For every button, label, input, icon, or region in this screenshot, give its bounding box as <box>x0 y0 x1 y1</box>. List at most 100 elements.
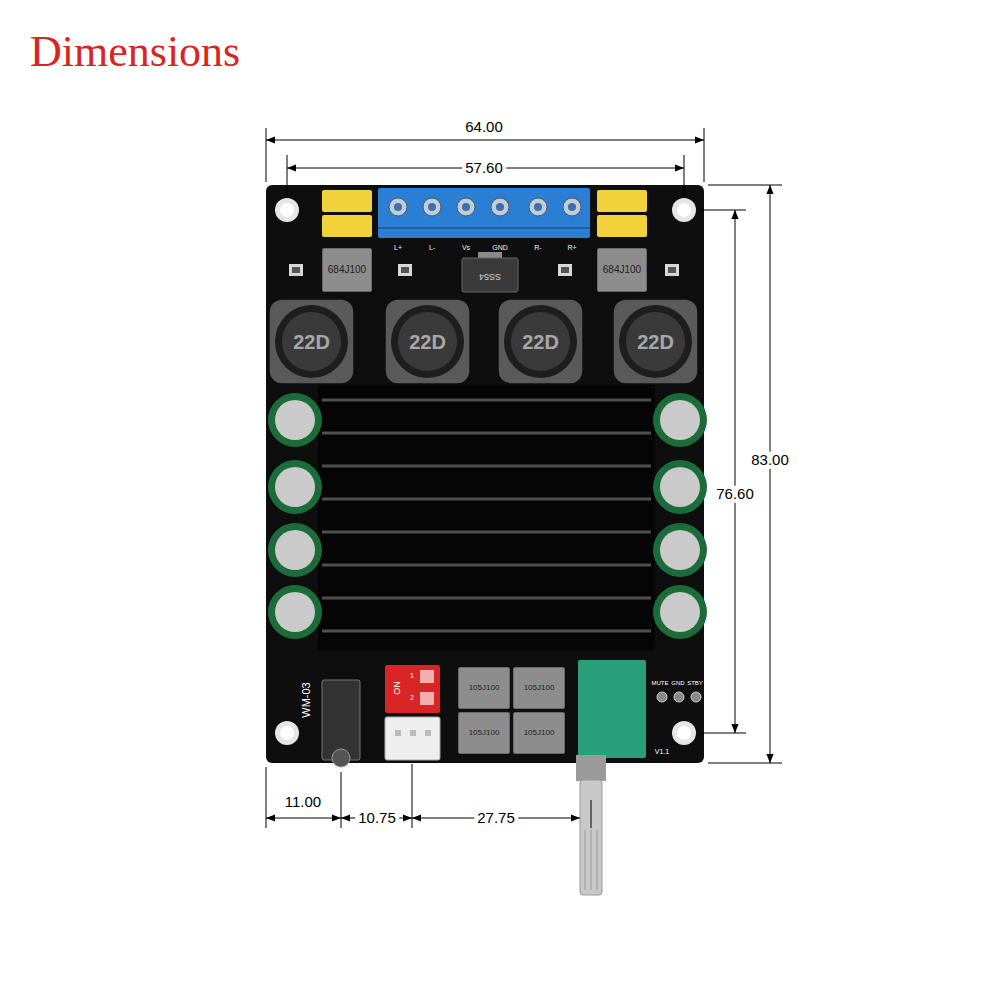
switch-number: 2 <box>410 694 414 702</box>
inductor-body <box>499 300 583 384</box>
extension-line <box>704 128 705 182</box>
input-connector <box>385 717 440 760</box>
inductor-body <box>386 300 470 384</box>
electrolytic-capacitor <box>268 585 322 639</box>
mounting-hole <box>280 203 294 217</box>
screw-slot <box>462 203 470 211</box>
capacitor-value: 684J100 <box>603 265 641 275</box>
switch-slot <box>420 692 434 705</box>
dimension-line <box>770 185 771 763</box>
header-pad <box>657 692 667 702</box>
capacitor-top <box>660 467 700 507</box>
diagram-title: Dimensions <box>30 26 240 77</box>
inductor-ring <box>275 305 348 378</box>
mounting-hole <box>275 198 299 222</box>
inductor-body <box>270 300 354 384</box>
capacitor-value: 105J100 <box>469 684 500 692</box>
smd-pad <box>665 264 679 276</box>
dimension-value: 83.00 <box>748 452 792 469</box>
capacitor-top <box>275 400 315 440</box>
capacitor-value: 105J100 <box>469 729 500 737</box>
smd-pad <box>558 264 572 276</box>
dimension-value: 57.60 <box>462 160 506 177</box>
pin-label: GND <box>671 680 684 687</box>
inductor-core <box>398 312 457 371</box>
connector-pin <box>425 730 431 736</box>
heatsink-fin <box>322 564 651 567</box>
heatsink-fin <box>322 465 651 468</box>
terminal-label: R- <box>534 244 541 252</box>
film-capacitor: 105J100 <box>513 667 565 709</box>
yellow-capacitor <box>322 190 372 212</box>
dimension-value: 64.00 <box>462 119 506 136</box>
capacitor-top <box>660 592 700 632</box>
electrolytic-capacitor <box>653 585 707 639</box>
potentiometer <box>578 660 646 758</box>
terminal-screw <box>457 198 475 216</box>
inductor: 22D <box>497 298 584 385</box>
film-capacitor: 684J100 <box>322 248 372 292</box>
electrolytic-capacitor <box>268 523 322 577</box>
smd-part <box>668 267 676 273</box>
smd-part <box>401 267 409 273</box>
switch-slot <box>420 670 434 683</box>
shaft-ridge <box>597 830 598 890</box>
header-pad <box>691 692 701 702</box>
smd-pad <box>398 264 412 276</box>
diode-body <box>462 258 518 292</box>
mounting-hole <box>677 203 691 217</box>
extension-line <box>700 733 746 734</box>
board-model: WM-03 <box>300 682 312 717</box>
connector-pin <box>395 730 401 736</box>
heatsink-fin <box>322 399 651 402</box>
pot-shaft <box>580 780 602 895</box>
extension-line <box>341 772 342 828</box>
terminal-screw <box>389 198 407 216</box>
terminal-screw <box>491 198 509 216</box>
shaft-ridge <box>585 830 586 890</box>
film-capacitor: 105J100 <box>458 667 510 709</box>
yellow-capacitor <box>597 190 647 212</box>
extension-line <box>700 210 746 211</box>
pin-label: STBY <box>687 680 703 687</box>
inductor-core <box>282 312 341 371</box>
diode-marking: SS54 <box>479 271 501 281</box>
inductor-ring <box>619 305 692 378</box>
mounting-hole <box>677 726 691 740</box>
extension-line <box>708 185 782 186</box>
mounting-hole <box>275 721 299 745</box>
film-capacitor: 684J100 <box>597 248 647 292</box>
mounting-hole <box>672 721 696 745</box>
electrolytic-capacitor <box>268 460 322 514</box>
dimension-line <box>735 210 736 733</box>
inductor-ring <box>391 305 464 378</box>
extension-line <box>266 128 267 182</box>
dimension-line <box>266 140 704 141</box>
film-capacitor: 105J100 <box>458 712 510 754</box>
terminal-screw <box>423 198 441 216</box>
terminal-label: GND <box>492 244 508 252</box>
capacitor-top <box>660 400 700 440</box>
dimension-value: 27.75 <box>474 810 518 827</box>
capacitor-top <box>660 530 700 570</box>
capacitor-value: 105J100 <box>524 729 555 737</box>
inductor-value: 22D <box>522 332 559 352</box>
terminal-label: R+ <box>567 244 576 252</box>
capacitor-top <box>275 530 315 570</box>
pot-bushing <box>576 755 606 781</box>
board-version: V1.1 <box>655 748 669 756</box>
inductor: 22D <box>268 298 355 385</box>
jack-socket <box>332 749 350 767</box>
terminal-block-edge <box>378 227 590 229</box>
electrolytic-capacitor <box>653 460 707 514</box>
electrolytic-capacitor <box>653 523 707 577</box>
smd-part <box>292 267 300 273</box>
extension-line <box>266 767 267 828</box>
screw-slot <box>428 203 436 211</box>
terminal-label: L+ <box>394 244 402 252</box>
heatsink-fin <box>322 597 651 600</box>
inductor-body <box>614 300 698 384</box>
capacitor-top <box>275 592 315 632</box>
heatsink-fin <box>322 498 651 501</box>
